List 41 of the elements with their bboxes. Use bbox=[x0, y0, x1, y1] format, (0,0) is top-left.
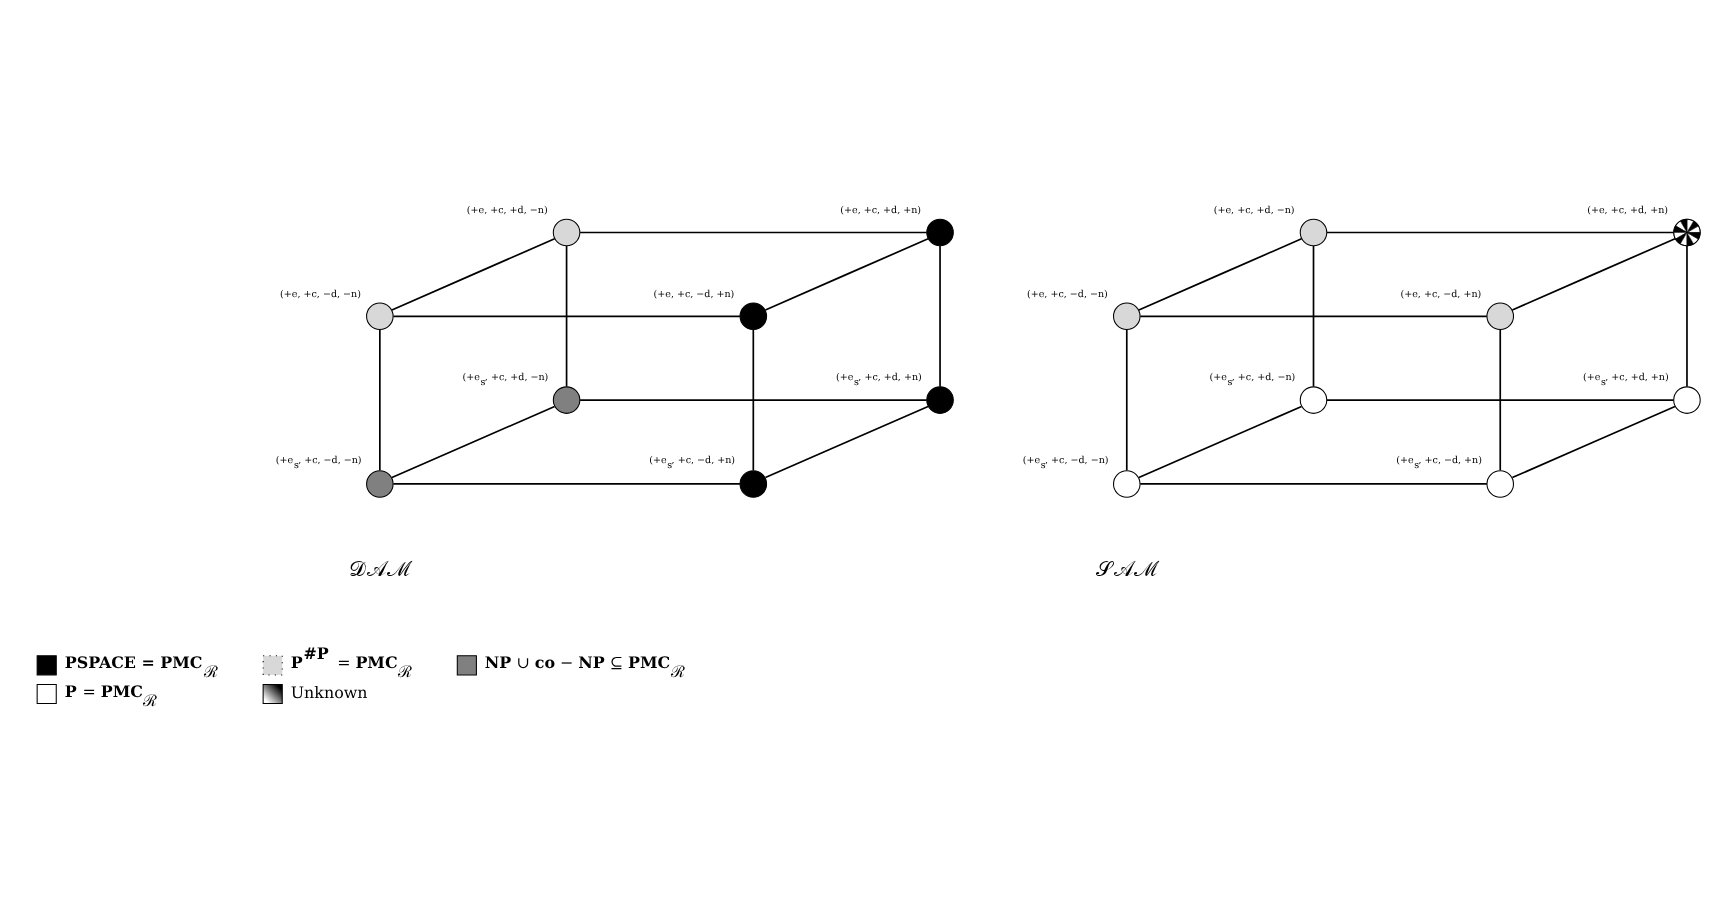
connector bbox=[391, 404, 556, 478]
node-circle bbox=[1486, 301, 1515, 330]
connector bbox=[565, 244, 568, 387]
connector bbox=[1138, 236, 1303, 310]
node-circle bbox=[1113, 301, 1141, 330]
connector bbox=[1138, 404, 1303, 478]
node-circle bbox=[739, 469, 768, 497]
connector bbox=[1499, 327, 1502, 471]
connector bbox=[1139, 314, 1488, 317]
node-circle bbox=[1486, 469, 1515, 497]
connector bbox=[764, 236, 929, 310]
connector bbox=[1139, 482, 1488, 484]
connector bbox=[1326, 230, 1675, 233]
node-circle bbox=[552, 217, 581, 246]
connector bbox=[764, 404, 929, 478]
node-circle bbox=[1299, 217, 1328, 246]
node-circle bbox=[366, 301, 394, 330]
label: 𝒟𝒜ℳ bbox=[349, 556, 412, 581]
connector bbox=[1511, 404, 1676, 478]
node-circle bbox=[926, 217, 954, 246]
connector bbox=[752, 327, 755, 471]
connector bbox=[391, 236, 556, 310]
connector bbox=[1312, 244, 1315, 387]
connector bbox=[579, 398, 928, 400]
node-circle bbox=[926, 385, 954, 413]
connector bbox=[1326, 398, 1675, 400]
connector bbox=[392, 482, 741, 484]
node-circle bbox=[366, 469, 394, 497]
node-circle bbox=[1673, 385, 1701, 413]
node-circle bbox=[739, 301, 768, 330]
connector bbox=[1511, 236, 1676, 310]
node-circle bbox=[552, 385, 581, 413]
connector bbox=[939, 244, 941, 387]
connector bbox=[392, 314, 741, 317]
connector bbox=[579, 230, 928, 233]
connector bbox=[379, 327, 381, 471]
node-circle bbox=[1113, 469, 1141, 497]
connector bbox=[1686, 244, 1688, 387]
connector bbox=[1125, 327, 1128, 471]
label: 𝒮𝒜ℳ bbox=[1096, 556, 1159, 581]
node-circle bbox=[1299, 385, 1328, 413]
